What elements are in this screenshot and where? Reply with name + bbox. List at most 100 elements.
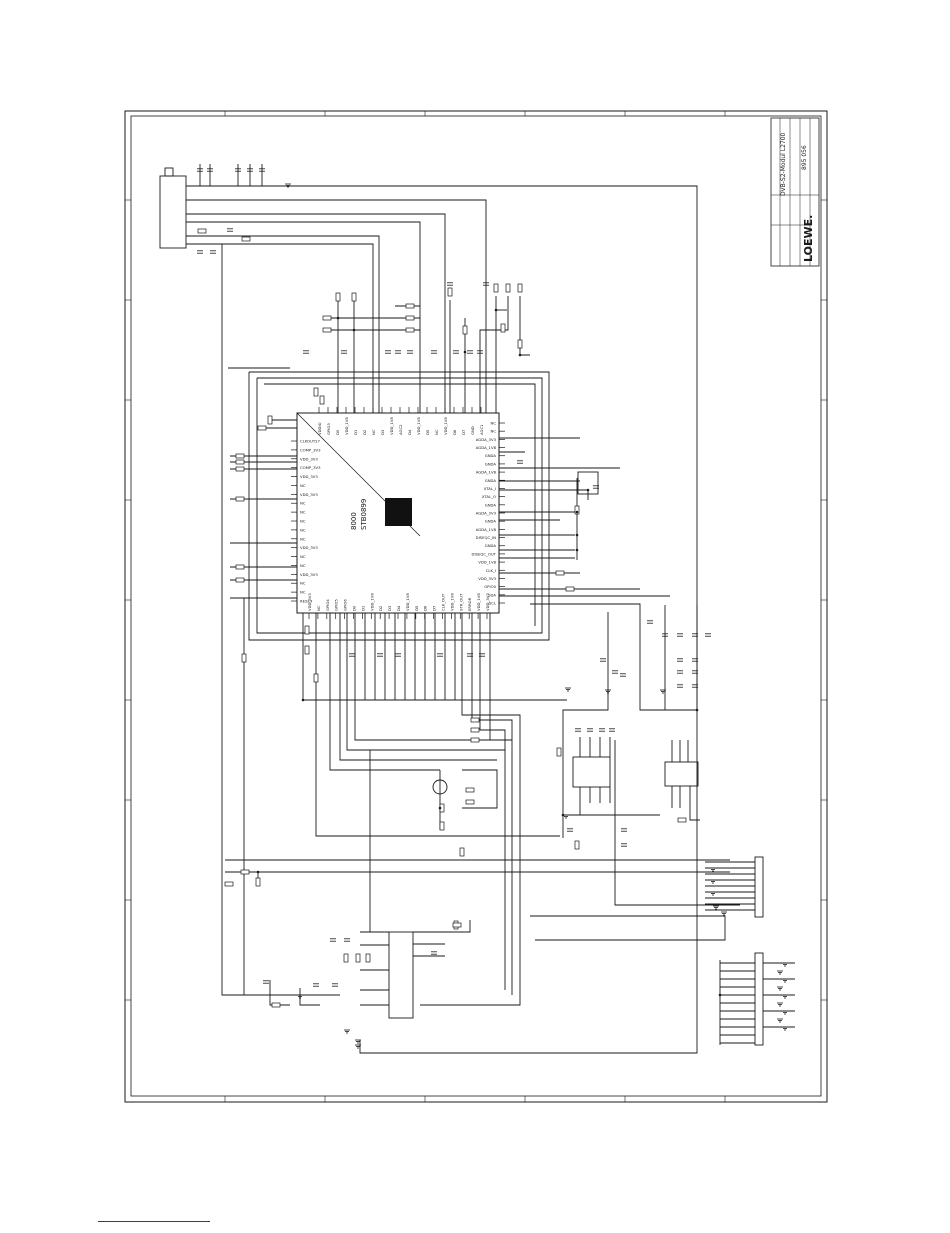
capacitor: [677, 684, 683, 688]
resistor: [470, 717, 480, 723]
top-pin-label: VDDIO: [317, 422, 322, 435]
left-pin-label: NC: [300, 581, 306, 586]
resistor: [517, 283, 523, 293]
top-pin-label: VDD_1V8: [443, 417, 448, 435]
top-pin-label: D5: [425, 429, 430, 435]
bottom-pin-label: ERROR: [467, 597, 472, 611]
resistor: [439, 821, 445, 831]
resistor: [500, 323, 506, 333]
capacitor: [227, 228, 233, 232]
resistor: [462, 325, 468, 335]
right-pin-label: GPIO0: [484, 584, 496, 589]
right-pin-label: AGDA_3V3: [476, 511, 497, 516]
right-pin-label: DISEQC_OUT: [472, 551, 497, 556]
capacitor: [330, 938, 336, 942]
capacitor: [479, 653, 485, 657]
left-pin-label: RESET: [300, 599, 313, 604]
capacitor: [467, 350, 473, 354]
bottom-pin-label: GPIO6: [343, 599, 348, 611]
bottom-pin-label: VDD_1V8: [476, 593, 481, 611]
right-pin-label: GNDA: [485, 478, 497, 483]
capacitor: [593, 485, 599, 489]
junction-dot: [336, 316, 340, 320]
bottom-pin-label: VDD_1V8: [449, 593, 454, 611]
resistor: [304, 645, 310, 655]
ground-symbol: [710, 891, 716, 896]
resistor: [235, 577, 245, 583]
ground-symbol: [782, 994, 788, 999]
resistor: [351, 292, 357, 302]
left-pin-label: COMP_3V3: [300, 447, 321, 452]
top-pin-label: D4: [407, 429, 412, 435]
right-pin-label: SDA: [488, 592, 496, 597]
drawing-number: 895 056: [801, 145, 808, 170]
right-pin-label: VDD_1V8: [478, 560, 496, 565]
drawing-title: DVB-S2-Modul L2700: [780, 132, 787, 196]
capacitor: [259, 168, 265, 172]
right-pin-label: GNDA: [485, 453, 497, 458]
ground-symbol: [721, 911, 727, 916]
right-pin-label: GNDA: [485, 543, 497, 548]
top-pin-label: VDD_1V8: [416, 417, 421, 435]
resistor: [313, 387, 319, 397]
capacitor: [247, 168, 253, 172]
left-pin-label: CLKOUT27: [300, 439, 321, 444]
capacitor: [313, 983, 319, 987]
resistor: [556, 747, 562, 757]
capacitor: [483, 282, 489, 286]
capacitor: [677, 658, 683, 662]
ground-symbol: [777, 1002, 783, 1007]
drawing-frame: [124, 110, 828, 1103]
resistor: [677, 817, 687, 823]
resistor: [304, 625, 310, 635]
right-pin-label: CLK_I: [486, 568, 496, 573]
ground-symbol: [710, 867, 716, 872]
top-pin-label: NC: [434, 429, 439, 435]
capacitor: [431, 350, 437, 354]
left-pin-label: NC: [300, 527, 306, 532]
resistor: [267, 415, 273, 425]
capacitor: [620, 673, 626, 677]
top-pin-label: GPIO3: [326, 423, 331, 435]
right-pin-label: AGDA_1V8: [476, 470, 497, 475]
capacitor: [609, 728, 615, 732]
bottom-pin-label: D1: [360, 605, 365, 611]
left-pins: CLKOUT27COMP_3V3VDD_3V3COMP_3V3VDD_3V3NC…: [291, 439, 321, 604]
top-pin-label: D6: [452, 429, 457, 435]
resistor: [470, 737, 480, 743]
resistor: [235, 453, 245, 459]
resistor: [465, 787, 475, 793]
capacitor: [587, 728, 593, 732]
right-pins: NCNCAGDA_3V3AGDA_1V8GNDAGNDAAGDA_1V8GNDA…: [472, 421, 505, 606]
resistor: [241, 653, 247, 663]
bottom-pin-label: CLK_OUT: [441, 593, 446, 611]
bottom-pin-label: D6: [423, 605, 428, 611]
capacitor: [692, 633, 698, 637]
resistor: [224, 881, 234, 887]
ground-symbol: [565, 687, 571, 692]
resistor: [452, 922, 462, 928]
resistor: [235, 466, 245, 472]
capacitor: [677, 633, 683, 637]
right-pin-label: AGDA_1V8: [476, 527, 497, 532]
capacitor: [349, 653, 355, 657]
resistor: [197, 228, 207, 234]
top-pin-label: NC: [371, 429, 376, 435]
resistor: [322, 315, 332, 321]
ground-symbol: [344, 1029, 350, 1034]
resistor: [235, 564, 245, 570]
capacitor: [377, 653, 383, 657]
bottom-pin-label: VDD_3V3: [307, 593, 312, 611]
resistor: [343, 953, 349, 963]
capacitor: [662, 633, 668, 637]
junction-dot: [575, 510, 579, 514]
capacitor: [341, 350, 347, 354]
capacitor: [210, 250, 216, 254]
junction-dot: [561, 813, 565, 817]
capacitor: [621, 843, 627, 847]
junction-dot: [586, 488, 590, 492]
capacitor: [612, 670, 618, 674]
